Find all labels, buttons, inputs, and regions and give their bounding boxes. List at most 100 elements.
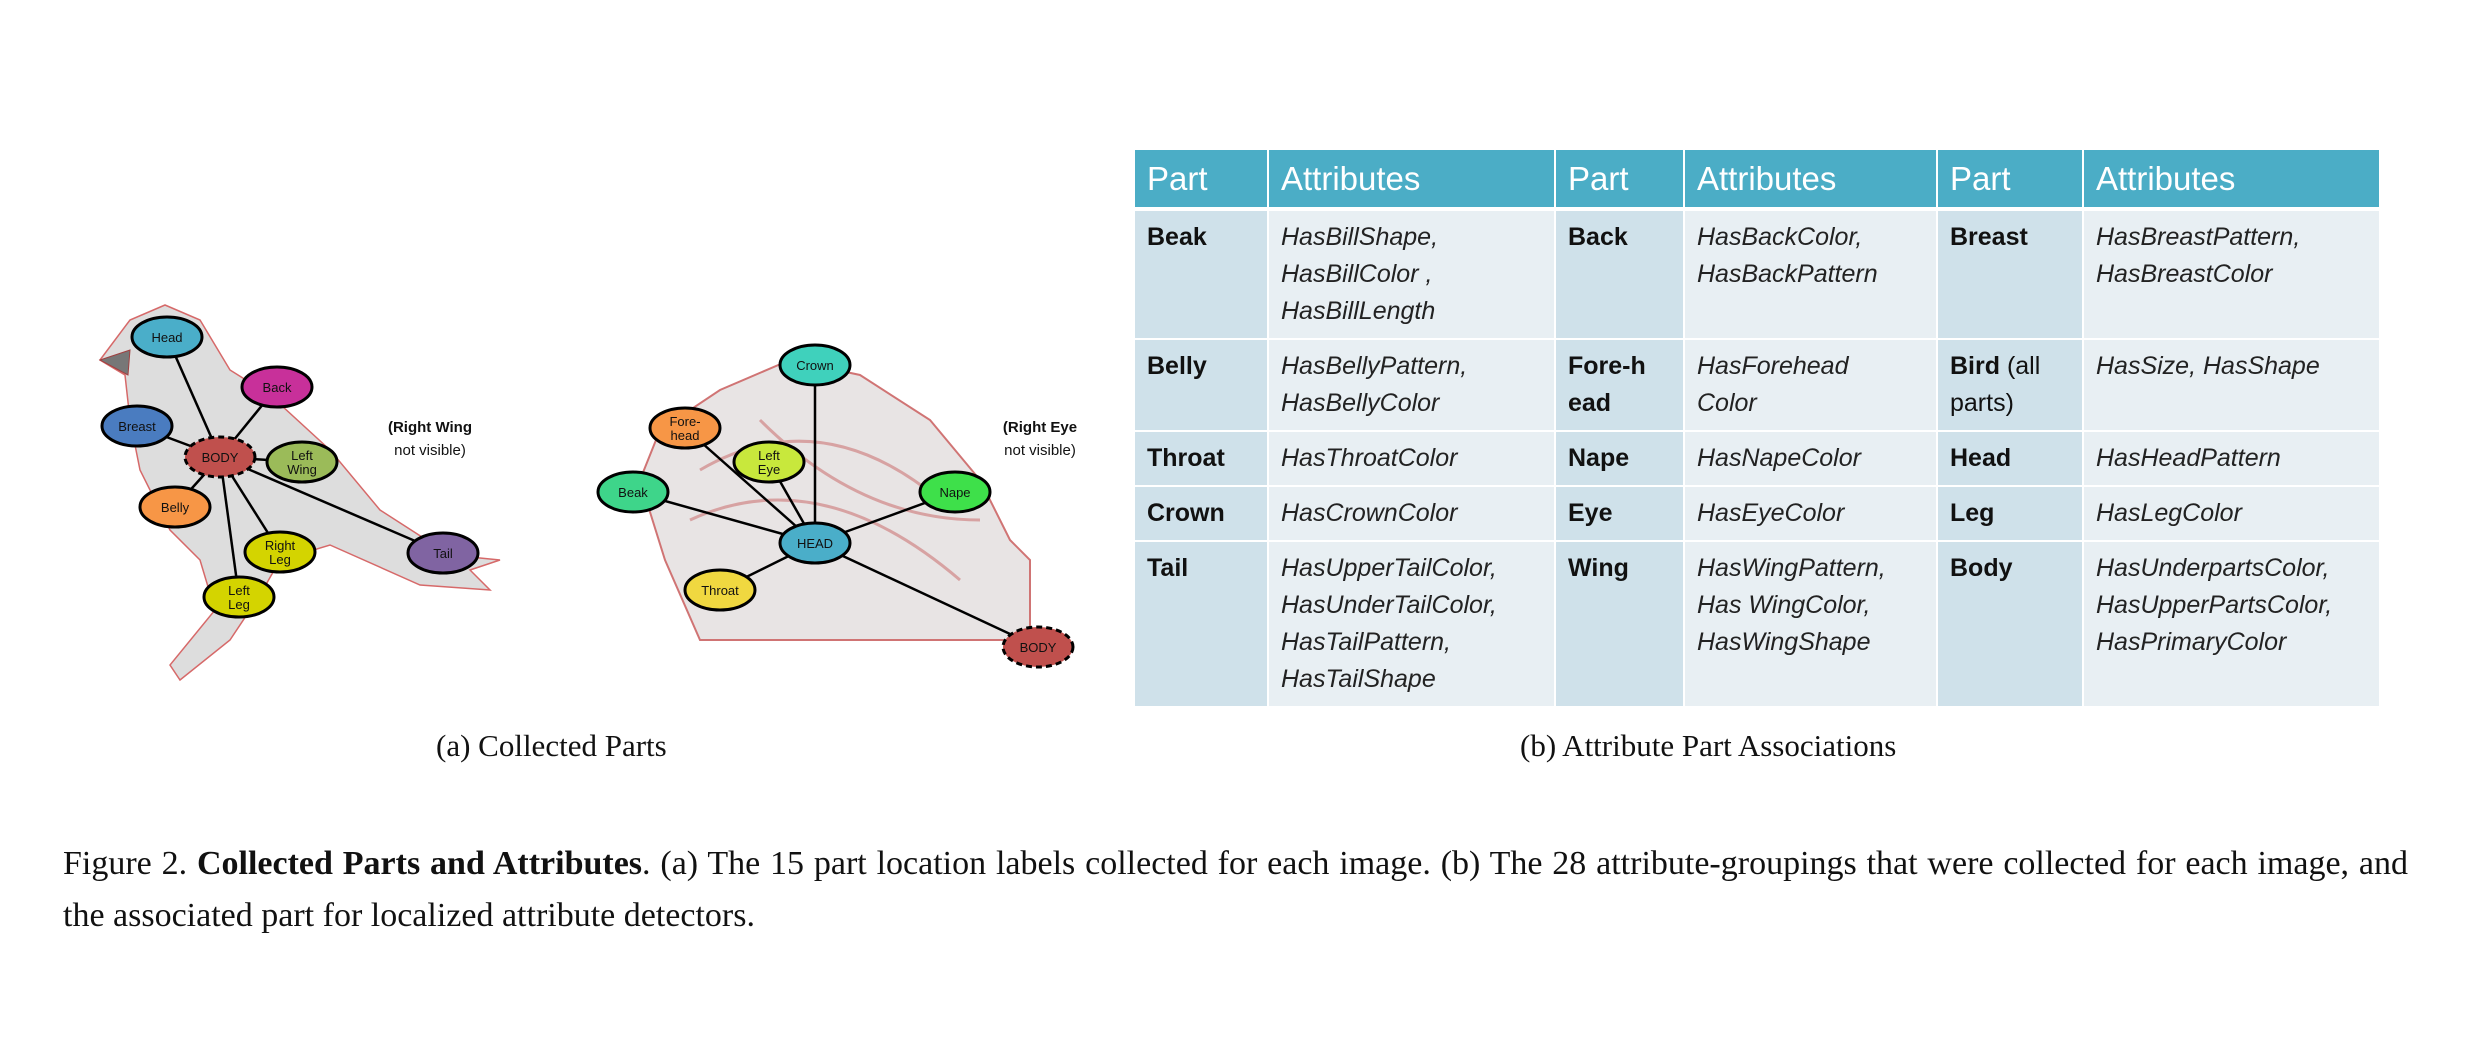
part-name: Body <box>1950 554 2013 582</box>
connector-line <box>218 456 241 598</box>
svg-text:BODY: BODY <box>202 450 239 465</box>
attributes-cell: HasWingPattern,Has WingColor,HasWingShap… <box>1685 542 1938 708</box>
part-node-breast: Breast <box>100 404 174 448</box>
svg-text:BODY: BODY <box>1020 640 1057 655</box>
part-node-belly: Belly <box>138 485 212 529</box>
table-row: Belly HasBellyPattern, HasBellyColor Fore-h… <box>1135 340 2381 432</box>
attribute-name: HasUpperTailColor, <box>1281 554 1497 582</box>
header-attributes: Attributes <box>1685 150 1938 211</box>
part-cell: Tail <box>1135 542 1269 708</box>
part-node-back: Back <box>240 365 314 409</box>
attributes-cell: HasUnderpartsColor,HasUpperPartsColor,Ha… <box>2084 542 2381 708</box>
right-wing-note: (Right Wing <box>388 419 472 436</box>
attributes-cell: HasNapeColor <box>1685 432 1938 487</box>
subcaption-a: (a) Collected Parts <box>436 728 667 763</box>
svg-text:Nape: Nape <box>939 485 970 500</box>
part-name: Beak <box>1147 223 1207 251</box>
caption-title: Collected Parts and Attributes <box>196 845 643 882</box>
svg-text:Leg: Leg <box>269 552 291 567</box>
header-part: Part <box>1556 150 1685 211</box>
svg-text:Throat: Throat <box>701 583 739 598</box>
attribute-name: HasBellyPattern, <box>1281 352 1468 380</box>
svg-text:Left: Left <box>291 448 313 463</box>
attribute-name: HasSize, HasShape <box>2096 352 2320 380</box>
part-node-head: HEAD <box>778 521 852 565</box>
svg-text:HEAD: HEAD <box>797 536 833 551</box>
part-node-tail: Tail <box>406 531 480 575</box>
attribute-name: HasBillColor , <box>1281 260 1433 288</box>
part-node-fore-head: Fore-head <box>648 406 722 450</box>
part-name: Head <box>1950 444 2012 472</box>
attribute-name: HasTailShape <box>1281 665 1436 693</box>
attributes-cell: HasEyeColor <box>1685 487 1938 542</box>
svg-text:head: head <box>671 428 700 443</box>
svg-text:Fore-: Fore- <box>669 414 700 429</box>
svg-text:Back: Back <box>263 380 292 395</box>
svg-text:Beak: Beak <box>618 485 648 500</box>
attributes-cell: HasBackColor,HasBackPattern <box>1685 211 1938 340</box>
part-cell: Crown <box>1135 487 1269 542</box>
attributes-cell: HasBreastPattern,HasBreastColor <box>2084 211 2381 340</box>
svg-text:Left: Left <box>228 583 250 598</box>
table-row: Throat HasThroatColor Nape HasNapeColor Head… <box>1135 432 2381 487</box>
part-cell: Throat <box>1135 432 1269 487</box>
attribute-name: HasHeadPattern <box>2096 444 2281 472</box>
attribute-name: Color <box>1697 389 1757 417</box>
attribute-name: HasNapeColor <box>1697 444 1861 472</box>
part-cell: Wing <box>1556 542 1685 708</box>
caption-text: . (a) The 15 part location labels collec… <box>63 845 2408 934</box>
attribute-name: HasEyeColor <box>1697 499 1845 527</box>
connector-line <box>814 541 1039 649</box>
svg-text:Belly: Belly <box>161 500 190 515</box>
bird-beak <box>98 349 131 376</box>
svg-text:Leg: Leg <box>228 597 250 612</box>
attributes-cell: HasBillShape, HasBillColor , HasBillLength <box>1269 211 1556 340</box>
header-attributes: Attributes <box>1269 150 1556 211</box>
connector-line <box>684 427 816 544</box>
attributes-cell: HasThroatColor <box>1269 432 1556 487</box>
part-name: Eye <box>1568 499 1613 527</box>
part-name: Crown <box>1147 499 1225 527</box>
part-cell: Eye <box>1556 487 1685 542</box>
svg-text:Tail: Tail <box>433 546 453 561</box>
attribute-name: HasBreastPattern, <box>2096 223 2301 251</box>
attribute-name: HasBackPattern <box>1697 260 1878 288</box>
part-cell: Breast <box>1938 211 2084 340</box>
part-cell: Nape <box>1556 432 1685 487</box>
attribute-name: HasThroatColor <box>1281 444 1458 472</box>
attributes-cell: HasCrownColor <box>1269 487 1556 542</box>
right-eye-note-2: not visible) <box>1004 442 1076 459</box>
svg-text:Right: Right <box>265 538 296 553</box>
part-node-nape: Nape <box>918 470 992 514</box>
attribute-name: HasBillShape, <box>1281 223 1439 251</box>
part-cell: Body <box>1938 542 2084 708</box>
attribute-name: HasWingShape <box>1697 628 1871 656</box>
svg-text:Head: Head <box>151 330 182 345</box>
attribute-name: HasBellyColor <box>1281 389 1440 417</box>
part-node-head: Head <box>130 315 204 359</box>
attribute-name: HasUpperPartsColor, <box>2096 591 2333 619</box>
attributes-cell: HasHeadPattern <box>2084 432 2381 487</box>
attribute-name: HasTailPattern, <box>1281 628 1451 656</box>
part-name: Leg <box>1950 499 1995 527</box>
part-name: Bird <box>1950 352 2000 380</box>
part-cell: Belly <box>1135 340 1269 432</box>
attribute-name: HasCrownColor <box>1281 499 1458 527</box>
part-node-beak: Beak <box>596 470 670 514</box>
attribute-name: HasBillLength <box>1281 297 1436 325</box>
part-name: Nape <box>1568 444 1630 472</box>
svg-text:Wing: Wing <box>287 462 317 477</box>
table-row: Beak HasBillShape, HasBillColor , HasBillLe… <box>1135 211 2381 340</box>
svg-text:Breast: Breast <box>118 419 156 434</box>
part-cell: Fore-head <box>1556 340 1685 432</box>
part-name: Back <box>1568 223 1628 251</box>
right-eye-note: (Right Eye <box>1003 419 1077 436</box>
